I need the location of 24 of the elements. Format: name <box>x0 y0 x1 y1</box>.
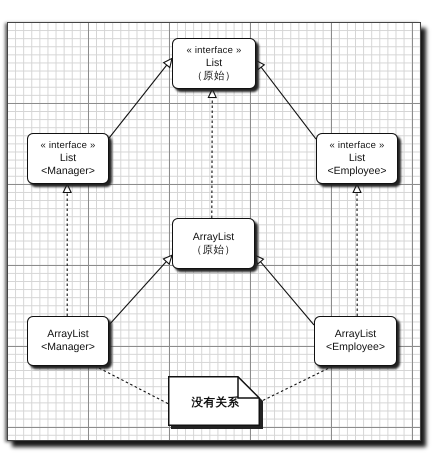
dashed-line <box>94 366 168 404</box>
dashed-arrow <box>62 183 72 316</box>
arrow <box>108 58 173 138</box>
class-name: ArrayList <Manager> <box>41 328 95 354</box>
arrow <box>255 60 316 140</box>
arrow <box>108 254 173 326</box>
interface-box <box>316 133 398 184</box>
dashed-arrow <box>208 88 217 218</box>
interface-box <box>27 133 109 184</box>
interface-box <box>172 38 256 89</box>
interface-name: List （原始） <box>192 57 236 83</box>
class-box <box>27 316 109 366</box>
stereotype-label: « interface » <box>186 44 242 57</box>
arrow <box>254 254 314 326</box>
note-text: 没有关系 <box>192 395 240 410</box>
class-name: ArrayList <Employee> <box>326 328 385 354</box>
interface-name: List <Employee> <box>328 152 386 178</box>
stereotype-label: « interface » <box>40 139 96 152</box>
interface-name: List <Manager> <box>41 152 95 178</box>
stereotype-label: « interface » <box>330 139 384 152</box>
class-name: ArrayList （原始） <box>192 230 236 256</box>
dashed-arrow <box>352 183 362 316</box>
class-box <box>172 218 255 269</box>
class-box <box>314 316 397 366</box>
